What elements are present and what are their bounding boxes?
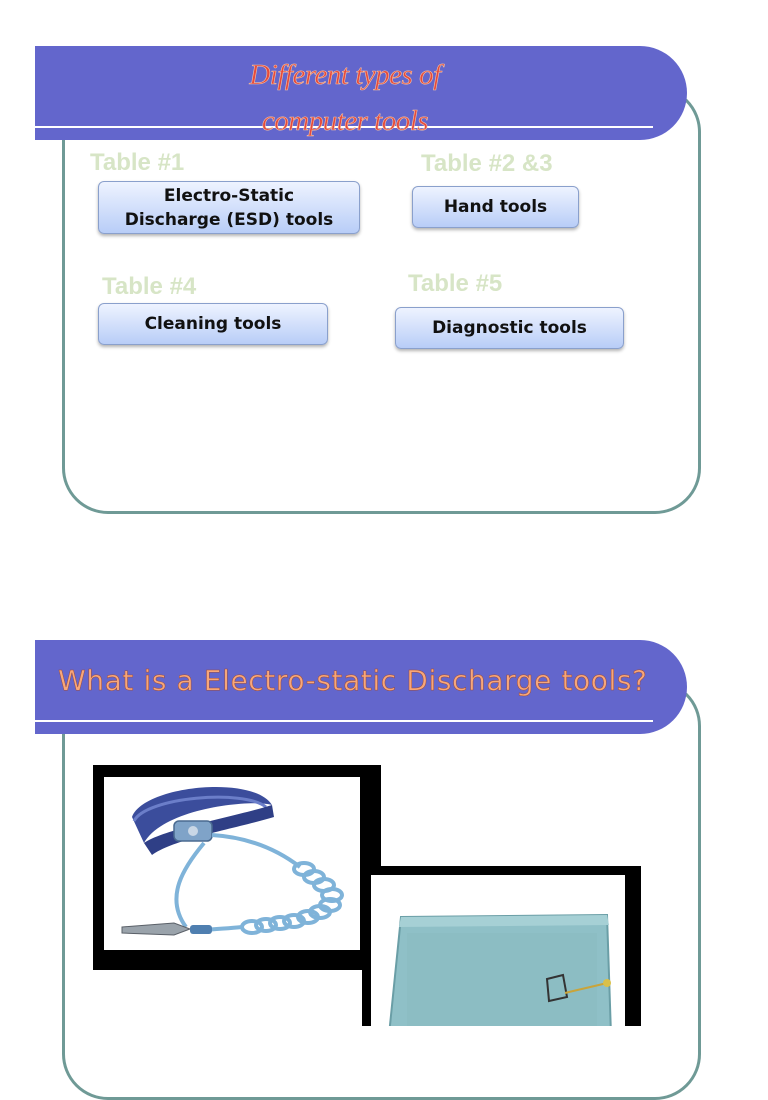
hand-tools-button[interactable]: Hand tools bbox=[412, 186, 579, 228]
esd-wrist-strap-photo-frame bbox=[93, 765, 381, 970]
esd-wrist-strap-photo bbox=[104, 777, 360, 950]
table-4-label: Table #4 bbox=[102, 273, 197, 300]
cleaning-tools-button[interactable]: Cleaning tools bbox=[98, 303, 328, 345]
esd-tools-button[interactable]: Electro-Static Discharge (ESD) tools bbox=[98, 181, 360, 234]
slide-1: Different types of computer tools Table … bbox=[0, 0, 768, 520]
slide-1-title: Different types of computer tools bbox=[190, 52, 500, 144]
slide-1-title-line-1: Different types of bbox=[249, 59, 441, 92]
slide-1-title-line-2: computer tools bbox=[261, 105, 429, 138]
table-1-label: Table #1 bbox=[90, 149, 185, 176]
esd-mat-photo bbox=[371, 875, 625, 1026]
table-5-label: Table #5 bbox=[408, 270, 503, 297]
slide-1-title-banner bbox=[35, 46, 687, 140]
esd-wrist-strap-image bbox=[121, 787, 344, 936]
slide-1-frame bbox=[62, 86, 701, 514]
slide-2-title-banner bbox=[35, 640, 687, 734]
diagnostic-tools-button[interactable]: Diagnostic tools bbox=[395, 307, 624, 349]
table-2-3-label: Table #2 &3 bbox=[421, 150, 553, 177]
esd-mat-photo-frame bbox=[362, 866, 641, 1026]
slide-2-banner-rule bbox=[35, 720, 653, 722]
slide-2-title: What is a Electro-static Discharge tools… bbox=[58, 664, 648, 698]
slide-2: What is a Electro-static Discharge tools… bbox=[35, 640, 701, 1100]
slide-1-banner-rule bbox=[35, 126, 653, 128]
esd-mat-image bbox=[388, 913, 612, 1026]
